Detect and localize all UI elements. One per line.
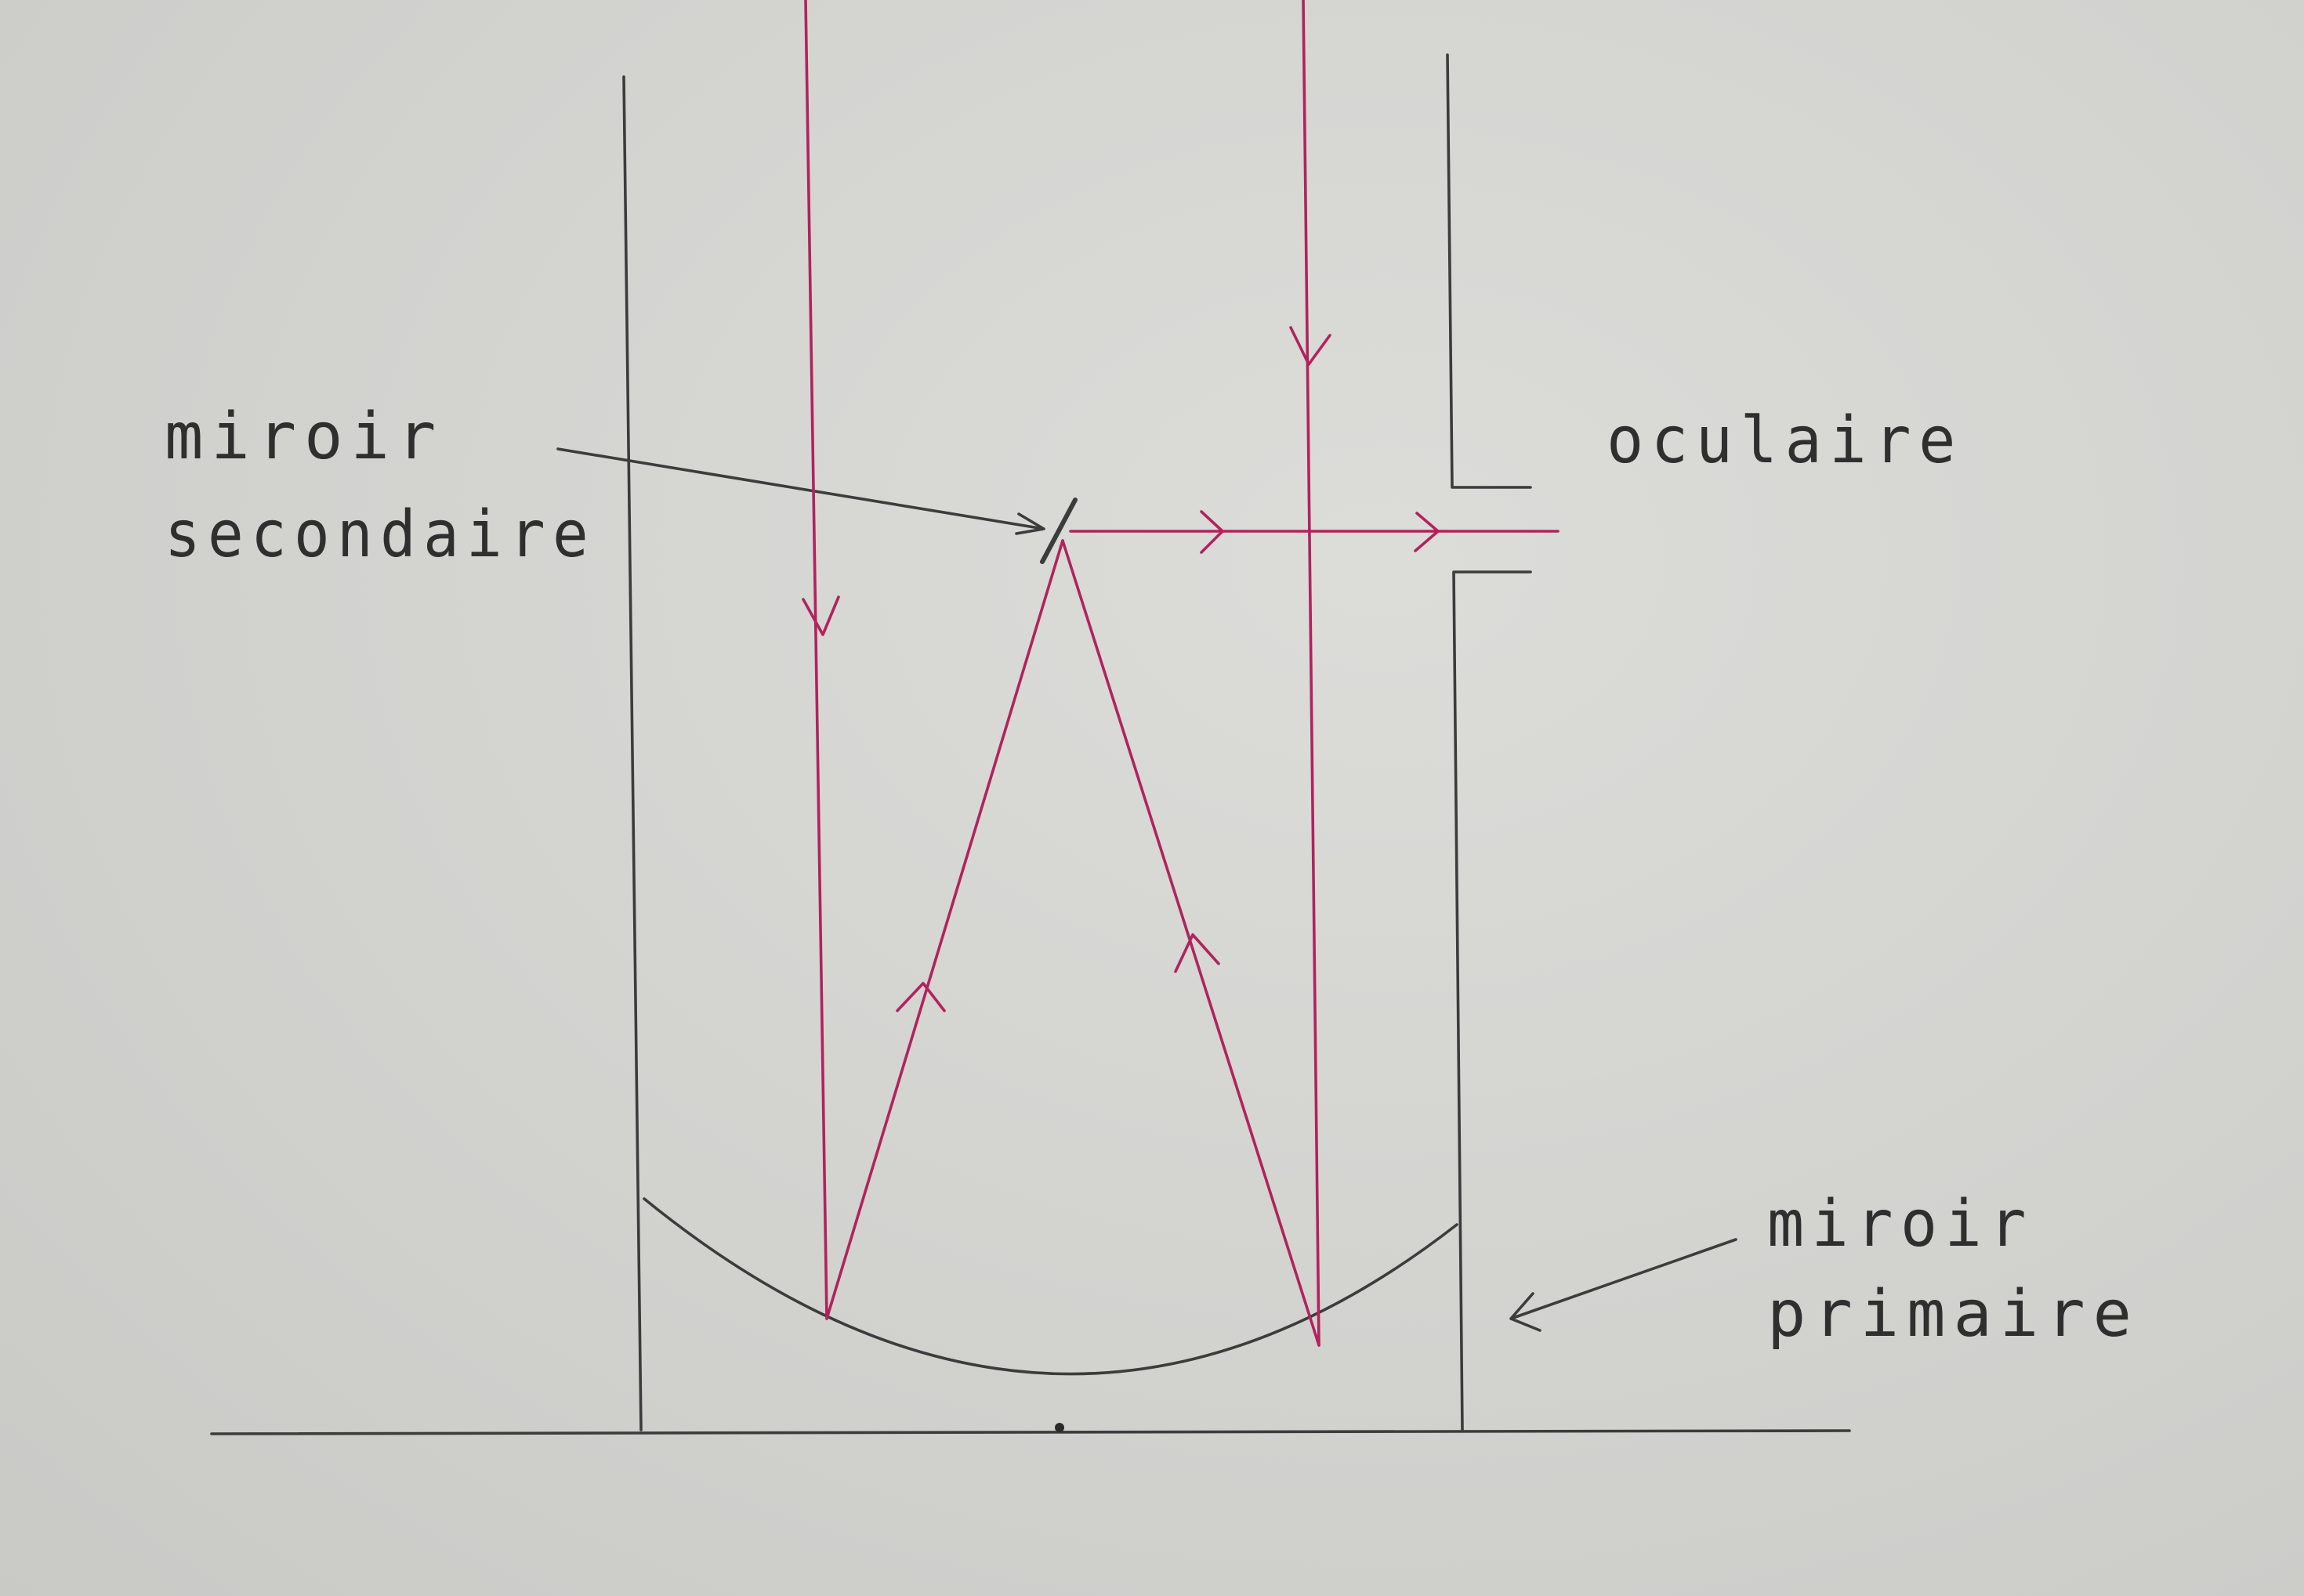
secondary-mirror-pointer bbox=[556, 447, 1045, 535]
arrow-down-right bbox=[1289, 326, 1331, 366]
secondary-mirror-label-line1: miroir bbox=[165, 400, 444, 474]
mirror-vertex-dot bbox=[1055, 1423, 1064, 1432]
incident-ray-left bbox=[804, 0, 828, 1320]
baseline bbox=[210, 1429, 1851, 1435]
secondary-mirror bbox=[1040, 498, 1078, 564]
incident-ray-right bbox=[1302, 0, 1320, 1347]
eyepiece-label: oculaire bbox=[1607, 404, 1963, 478]
arrow-down-left bbox=[802, 595, 840, 636]
arrow-right-1 bbox=[1200, 510, 1224, 554]
reflected-ray-right bbox=[1061, 539, 1320, 1347]
arrow-right-2 bbox=[1414, 512, 1440, 552]
primary-mirror-label-line1: miroir bbox=[1767, 1187, 2034, 1261]
secondary-mirror-label-line2: secondaire bbox=[165, 498, 596, 572]
primary-mirror-label-line2: primaire bbox=[1767, 1277, 2139, 1352]
tube-wall-right bbox=[1446, 53, 1532, 1431]
arrow-up-right bbox=[1174, 933, 1220, 973]
reflected-ray-left bbox=[825, 539, 1064, 1320]
primary-mirror bbox=[643, 1197, 1458, 1376]
arrow-up-left bbox=[896, 982, 946, 1012]
primary-mirror-pointer bbox=[1509, 1238, 1737, 1332]
tube-wall-left bbox=[622, 75, 643, 1431]
